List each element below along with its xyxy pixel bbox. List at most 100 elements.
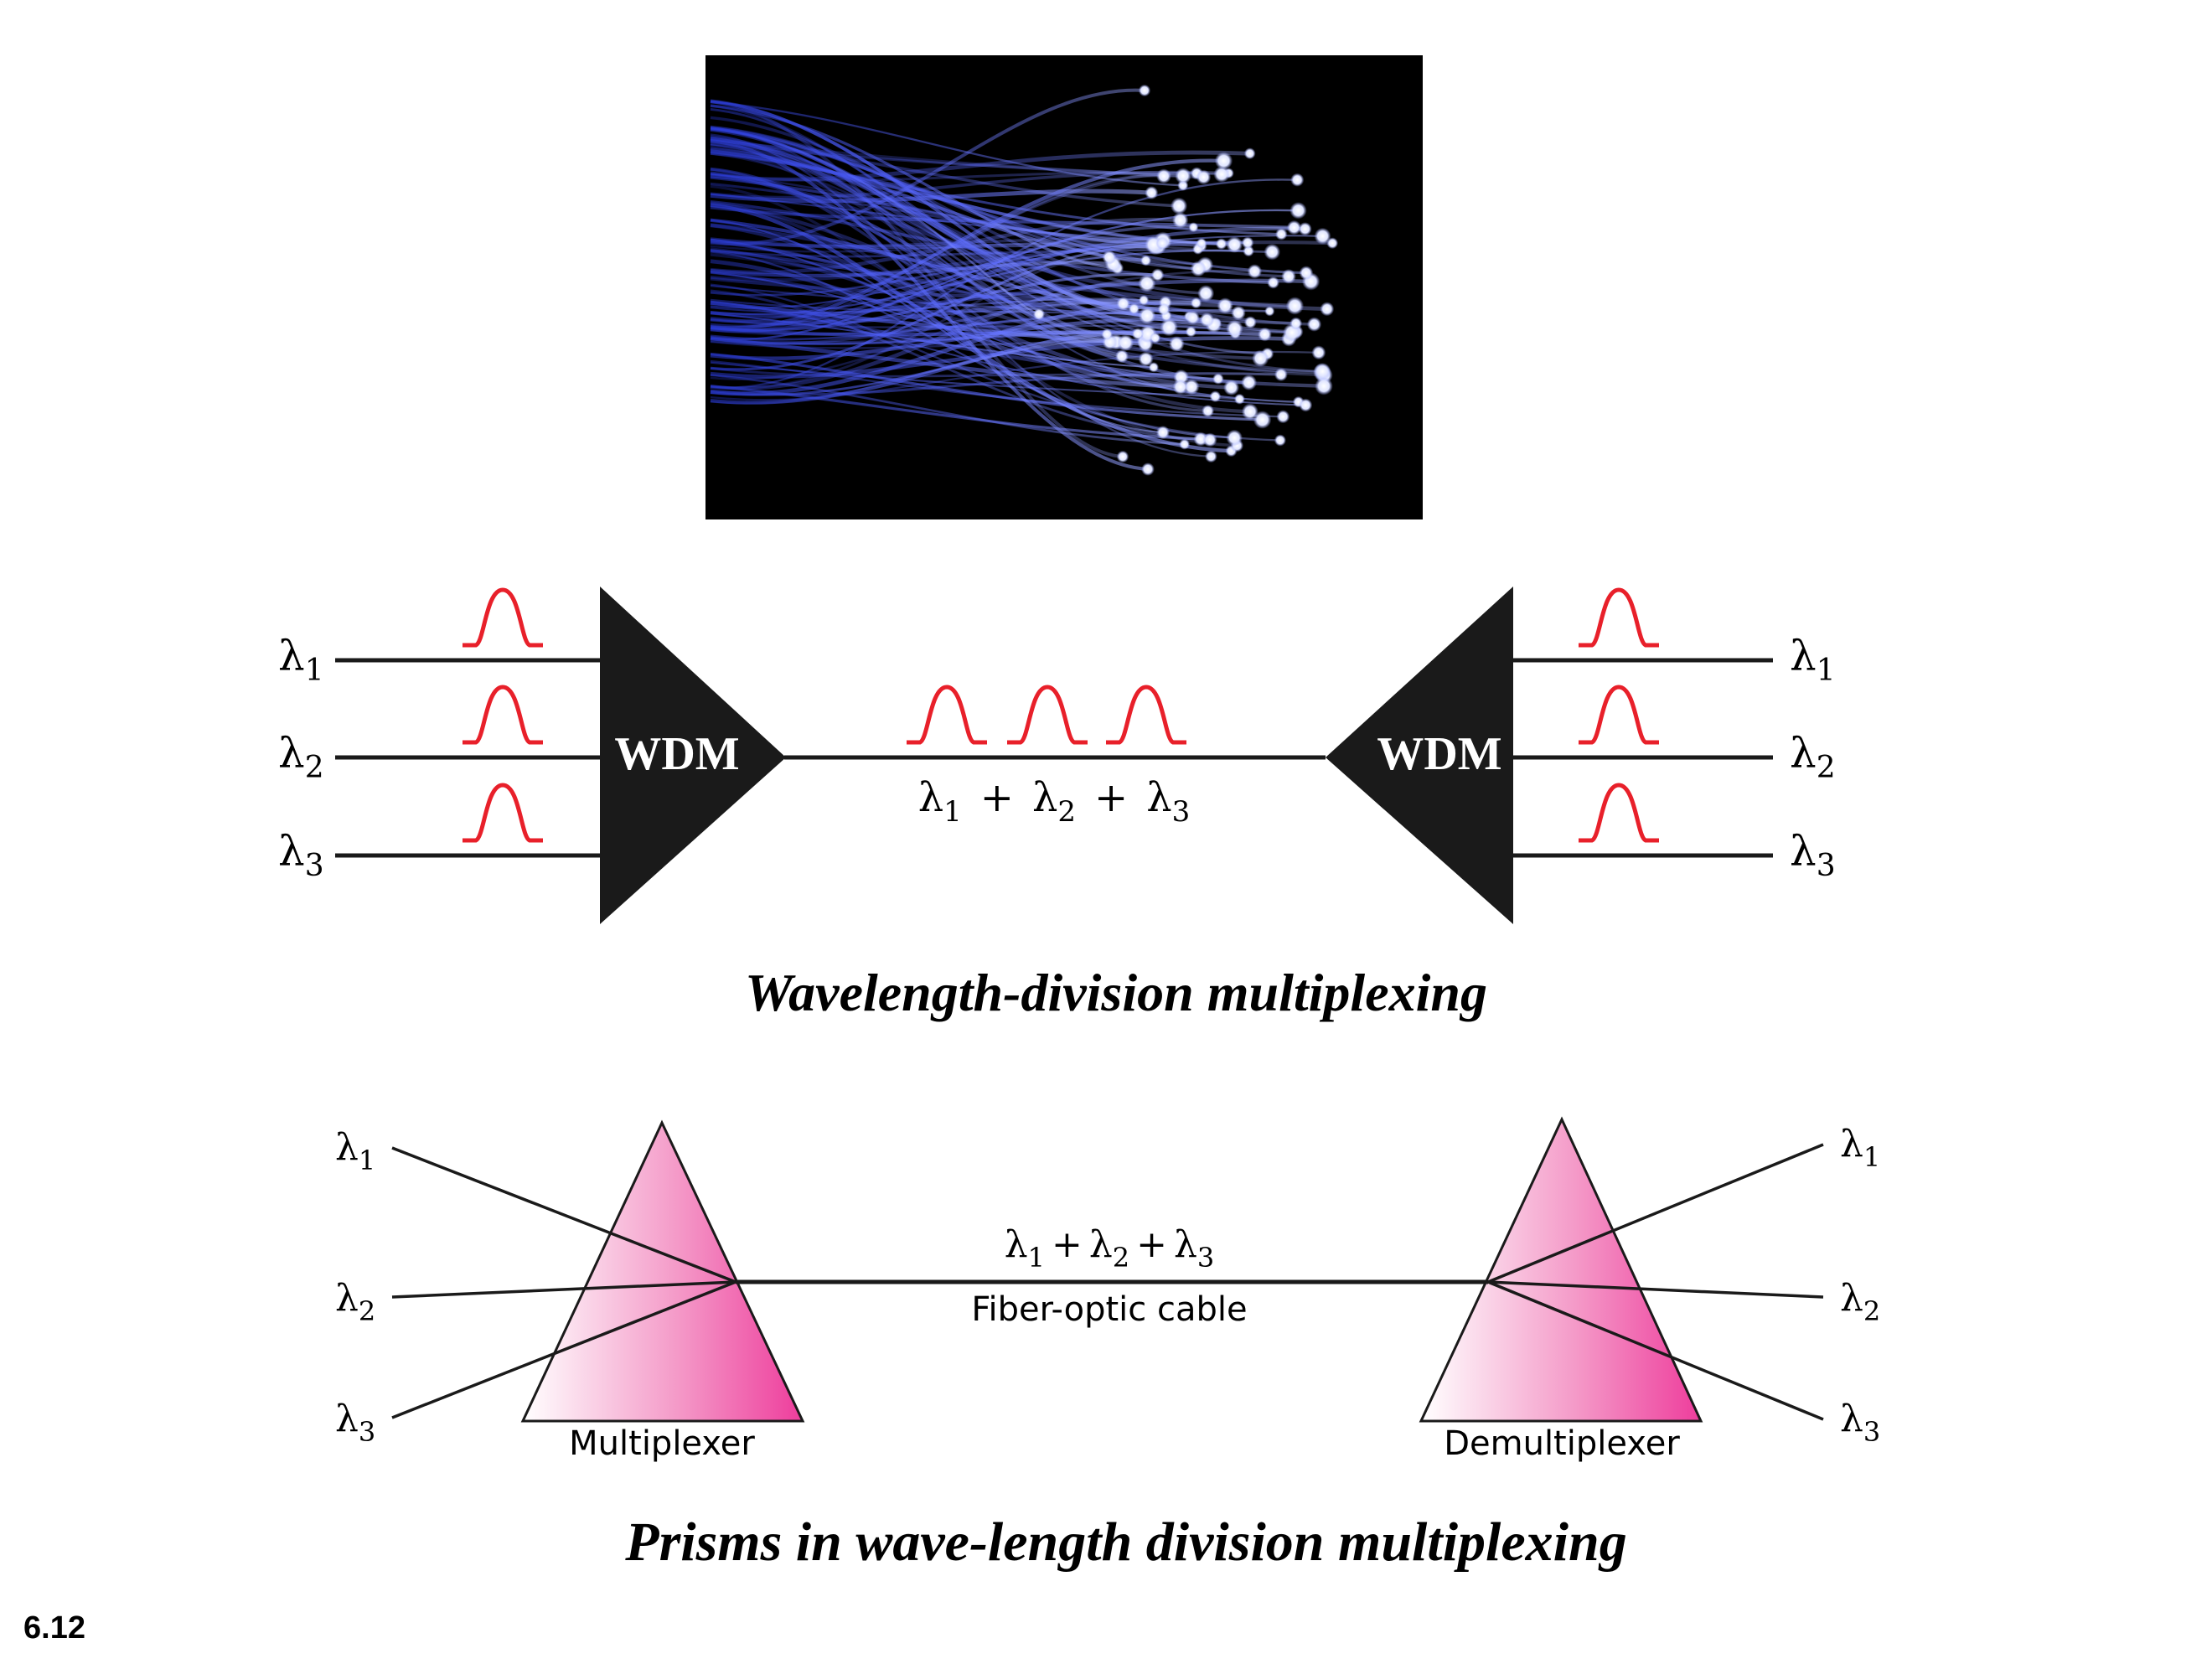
slide-number: 6.12: [23, 1610, 85, 1646]
fiber-tip: [1253, 411, 1272, 429]
fiber-tip: [1202, 405, 1215, 417]
fiber-tip: [1183, 379, 1200, 395]
fiber-tip: [1209, 390, 1222, 403]
fiber-tip: [1157, 302, 1171, 316]
fiber-strand: [710, 150, 1250, 182]
fiber-strand: [710, 249, 1273, 258]
fiber-tip: [1314, 362, 1331, 380]
fiber-tip: [1298, 222, 1312, 236]
fiber-tip: [1285, 297, 1305, 315]
wdm-demux-block: [1326, 587, 1513, 924]
fiber-strand: [710, 367, 1181, 379]
fiber-tip: [1223, 380, 1240, 396]
wdm-input-label-1: λ1: [278, 632, 324, 688]
fiber-strand: [710, 271, 1261, 360]
fiber-tip: [1241, 375, 1258, 390]
fiber-tip: [1114, 349, 1129, 364]
fiber-strand: [710, 278, 1311, 318]
fiber-tip: [1148, 362, 1160, 373]
wdm-demux-label: WDM: [1377, 728, 1501, 780]
fiber-tip: [1276, 410, 1290, 424]
fiber-optic-cable-label: Fiber-optic cable: [971, 1290, 1247, 1329]
fiber-strand: [710, 317, 1207, 360]
fiber-strand: [710, 139, 1149, 471]
fiber-tip: [1320, 302, 1335, 317]
fiber-strand: [710, 173, 1325, 377]
fiber-tip: [1252, 349, 1269, 367]
fiber-tip: [1199, 312, 1215, 328]
fiber-tip: [1264, 243, 1281, 261]
wdm-output-label-3: λ3: [1790, 827, 1836, 883]
fiber-tip: [1281, 269, 1296, 284]
fiber-tip: [1214, 152, 1233, 170]
fiber-tip: [1274, 368, 1288, 382]
wdm-input-label-2: λ2: [278, 729, 324, 785]
fiber-tip: [1188, 222, 1199, 233]
fiber-tip: [1185, 326, 1197, 338]
fiber-strand: [710, 203, 1232, 453]
fiber-tip: [1215, 238, 1227, 250]
fiber-tip: [1299, 266, 1314, 281]
fiber-tip: [1138, 84, 1151, 97]
fiber-tip: [1190, 261, 1207, 277]
prism-input-ray-1: [391, 1146, 736, 1284]
demultiplexer-label: Demultiplexer: [1444, 1424, 1680, 1463]
fiber-strand: [710, 240, 1163, 253]
fiber-tip: [1311, 345, 1326, 360]
prism-caption: Prisms in wave-length division multiplex…: [624, 1512, 1626, 1573]
fiber-strand: [710, 127, 1306, 275]
fiber-tip: [1172, 379, 1188, 395]
signal-pulse-icon: [907, 685, 987, 745]
fiber-strand: [710, 374, 1185, 446]
demultiplexer-prism: [1419, 1116, 1703, 1423]
fiber-strand: [710, 219, 1164, 434]
prism-output-ray-2: [1487, 1280, 1824, 1299]
fiber-tip: [1231, 305, 1246, 321]
fiber-tip: [1171, 197, 1188, 214]
fiber-tip: [1258, 327, 1272, 342]
fiber-tip: [1299, 398, 1313, 412]
fiber-tip: [1128, 303, 1140, 315]
fiber-tip: [1205, 450, 1217, 463]
fiber-tip: [1145, 186, 1159, 200]
signal-pulse-icon: [1106, 685, 1186, 745]
fiber-tip: [1131, 328, 1145, 340]
fiber-tip: [1155, 236, 1169, 250]
fiber-strand: [710, 201, 1250, 414]
fiber-tip: [1196, 169, 1212, 185]
fiber-tip: [1160, 318, 1178, 337]
fiber-tip: [1286, 220, 1302, 235]
fiber-tip: [1264, 306, 1275, 317]
signal-pulse-icon: [463, 587, 543, 648]
fiber-tip: [1243, 316, 1257, 329]
wdm-input-label-3: λ3: [278, 827, 324, 883]
fiber-tip: [1140, 255, 1152, 266]
fiber-strand: [710, 128, 1040, 316]
fiber-tip: [1116, 450, 1129, 463]
fiber-tip: [1175, 168, 1191, 184]
fiber-tip: [1186, 310, 1200, 325]
signal-pulse-icon: [1579, 685, 1659, 745]
wdm-mux-label: WDM: [614, 728, 739, 780]
prism-input-ray-2: [391, 1280, 736, 1299]
fiber-strand: [710, 100, 1124, 458]
fiber-tip: [1217, 297, 1233, 314]
fiber-tip: [1226, 236, 1243, 253]
prism-output-label-1: λ1: [1840, 1123, 1880, 1173]
signal-pulse-icon: [463, 685, 543, 745]
fiber-tip: [1197, 285, 1215, 302]
fiber-tip: [1247, 264, 1263, 279]
fiber-strand: [710, 256, 1109, 390]
fiber-tip: [1138, 351, 1154, 367]
fiber-tip: [1116, 297, 1130, 311]
fiber-tip: [1102, 250, 1117, 265]
fiber-tip: [1315, 377, 1333, 395]
fiber-tip: [1314, 227, 1331, 245]
fiber-strand: [710, 251, 1235, 439]
fiber-strand: [710, 276, 1226, 308]
fiber-tip: [1212, 373, 1224, 385]
fiber-tip: [1226, 429, 1243, 447]
prism-combined-label: λ1+λ2+λ3: [1005, 1223, 1215, 1274]
prism-output-ray-3: [1487, 1280, 1824, 1421]
